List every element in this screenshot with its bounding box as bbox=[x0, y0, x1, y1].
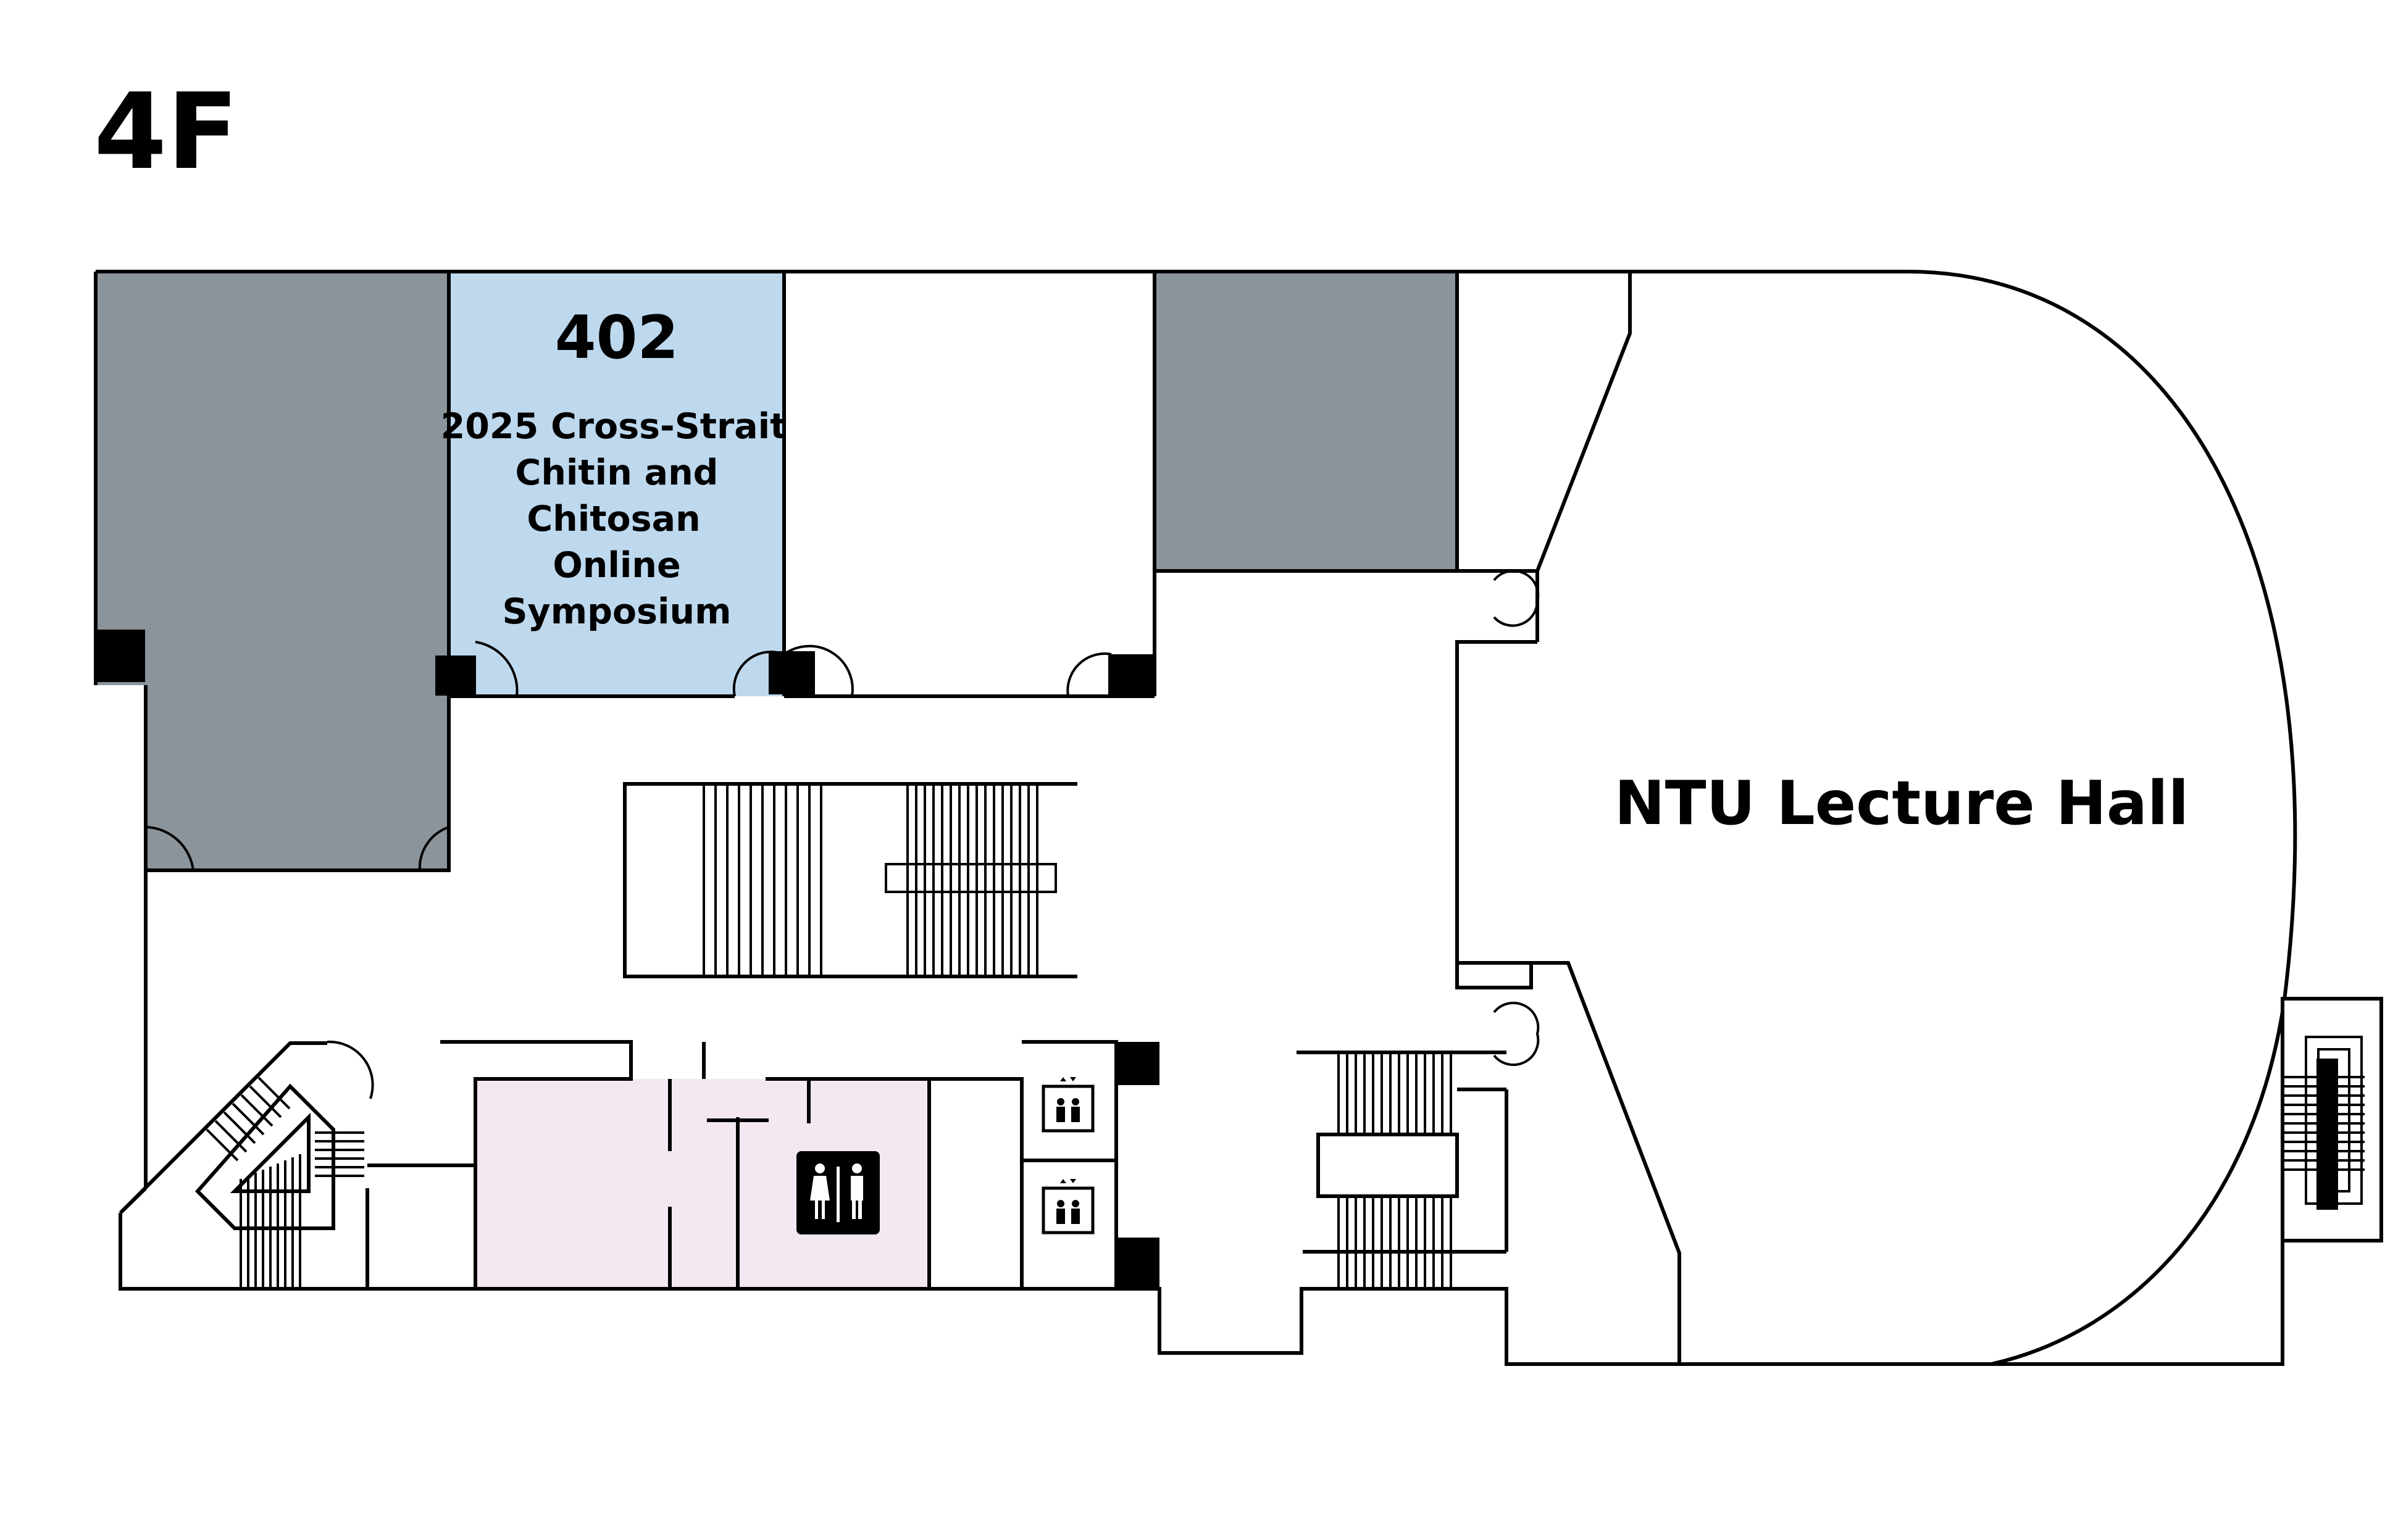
door-jamb bbox=[435, 656, 476, 696]
gray-room-north bbox=[1155, 272, 1457, 571]
restroom-icon bbox=[796, 1151, 880, 1234]
elevator-icon bbox=[1042, 1179, 1095, 1234]
door-jamb bbox=[1116, 1238, 1159, 1289]
room-402[interactable] bbox=[449, 272, 784, 696]
lecture-hall-label: NTU Lecture Hall bbox=[1614, 768, 2189, 839]
stairs-icon bbox=[1297, 1051, 1508, 1288]
outer-wall bbox=[94, 270, 2297, 1366]
door-jamb bbox=[1108, 654, 1155, 696]
south-rooms-walls bbox=[365, 1040, 1118, 1289]
gray-room-west bbox=[96, 272, 449, 870]
room-402-event-line: Symposium bbox=[502, 591, 731, 632]
room-402-number: 402 bbox=[555, 303, 679, 372]
room-402-event-line: 2025 Cross-Strait bbox=[441, 406, 787, 447]
stairs-icon bbox=[623, 782, 1077, 978]
elevator-icon bbox=[1042, 1077, 1095, 1133]
lecture-hall-wall bbox=[1455, 571, 1681, 1364]
room-402-event-line: Chitin and bbox=[515, 452, 718, 493]
door-jamb bbox=[96, 630, 145, 682]
floor-label: 4F bbox=[94, 71, 238, 193]
stairs-icon bbox=[2281, 997, 2383, 1242]
room-402-event-line: Online bbox=[553, 545, 680, 586]
stairs-icon bbox=[119, 1041, 364, 1288]
room-402-event-line: Chitosan bbox=[527, 499, 700, 539]
door-jamb bbox=[1116, 1042, 1159, 1085]
door-jamb bbox=[769, 651, 815, 694]
